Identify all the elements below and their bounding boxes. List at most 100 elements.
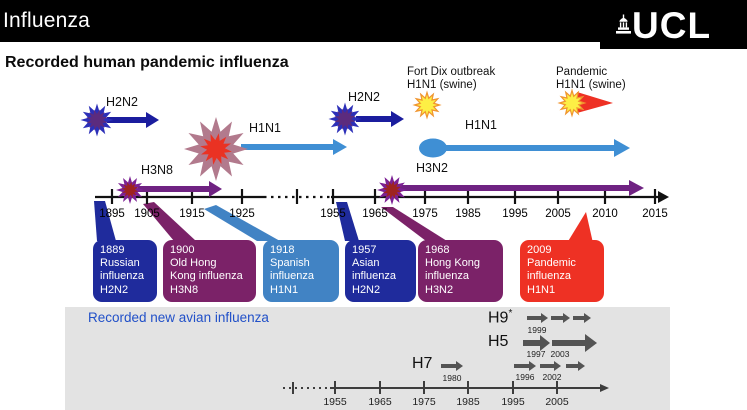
avian-axis [283,381,601,394]
pandemic-swine-annotation: Pandemic H1N1 (swine) [556,66,626,92]
axis-year-1985: 1985 [455,208,481,220]
label-h2n2-1957: H2N2 [348,90,380,104]
callout-line2: influenza [270,270,315,283]
arrow-h9-3 [573,313,591,323]
callout-line3: H3N2 [425,283,454,296]
label-h9-text: H9 [488,309,509,327]
callout-line1: Russian [100,257,140,270]
callout-line1: Pandemic [527,257,576,270]
callout-year: 1968 [425,244,450,256]
avian-axis-year-1995: 1995 [501,396,525,408]
callout-line3: H1N1 [270,283,299,296]
axis-year-2015: 2015 [642,208,668,220]
avian-axis-labels: 1955 1965 1975 1985 1995 2005 [323,396,569,408]
callout-tail-1889 [94,201,116,241]
avian-axis-year-1955: 1955 [323,396,347,408]
avian-year-2003: 2003 [551,349,570,359]
label-h5: H5 [488,333,509,350]
main-axis [95,189,659,204]
fort-dix-annotation: Fort Dix outbreak H1N1 (swine) [407,66,495,92]
arrow-h5-2003 [552,334,597,352]
callout-line1: Asian [352,257,380,270]
callout-line1: Hong Kong [425,257,481,270]
starburst-1918-icon [184,117,248,181]
axis-year-1915: 1915 [179,208,205,220]
avian-event-year-labels: 1999 1997 2003 1980 1996 2002 [443,325,570,383]
arrow-h7-3 [566,361,585,371]
ucl-portico-icon [616,14,631,34]
callout-year: 1957 [352,244,377,256]
fort-dix-line1: Fort Dix outbreak [407,66,496,78]
avian-axis-year-1975: 1975 [412,396,436,408]
label-h2n2-1889: H2N2 [106,95,138,109]
arrow-h7-1996 [514,361,536,371]
arrow-h5-1997 [523,335,550,351]
callout-tail-1968 [381,207,447,241]
axis-year-1925: 1925 [229,208,255,220]
arrow-h2n2-1957 [356,111,404,127]
callout-line2: influenza [100,270,145,283]
avian-year-1996: 1996 [516,372,535,382]
axis-year-1995: 1995 [502,208,528,220]
label-h3n2-1968: H3N2 [416,161,448,175]
avian-axis-arrowhead-icon [600,384,609,392]
callout-line2: influenza [425,270,470,283]
callout-tail-1900 [143,202,196,241]
callout-1900-old-hong-kong: 1900 Old Hong Kong influenza H3N8 [163,240,256,302]
slide-title: Influenza [3,9,91,32]
pandemic-swine-line2: H1N1 (swine) [556,79,626,91]
label-h1n1-1918: H1N1 [249,121,281,135]
axis-year-1955: 1955 [320,208,346,220]
arrow-h7-1980 [441,361,463,371]
axis-year-1975: 1975 [412,208,438,220]
axis-year-1895: 1895 [99,208,125,220]
callout-tail-1957 [336,202,359,241]
avian-year-2002: 2002 [543,372,562,382]
callout-line1: Old Hong [170,257,217,270]
callout-line2: influenza [352,270,397,283]
label-h9-asterisk: * [508,308,513,319]
avian-axis-year-1985: 1985 [456,396,480,408]
label-h7: H7 [412,355,433,372]
ucl-logo-box [600,0,747,49]
section-heading-avian: Recorded new avian influenza [88,310,269,325]
label-h3n8-1900: H3N8 [141,163,173,177]
pandemic-arrows [107,92,644,197]
arrow-h7-2002 [540,361,561,371]
callout-line2: Kong influenza [170,270,243,283]
callout-tail-1918 [204,205,280,241]
arrow-pandemic-2009 [577,92,613,113]
callout-line3: H2N2 [352,283,381,296]
arrow-h1n1-1918 [241,139,347,155]
callout-year: 2009 [527,244,552,256]
arrow-h3n8-1900 [138,181,222,197]
avian-axis-year-2005: 2005 [545,396,569,408]
callout-1957-asian: 1957 Asian influenza H2N2 [345,240,416,302]
label-h1n1-1977: H1N1 [465,118,497,132]
starburst-1968-icon [377,175,407,205]
avian-event-arrows [441,313,597,371]
callout-year: 1918 [270,244,295,256]
axis-year-2005: 2005 [545,208,571,220]
main-axis-labels: 1895 1905 1915 1925 1955 1965 1975 1985 … [99,208,668,220]
starburst-1900-icon [116,176,144,204]
callout-year: 1900 [170,244,195,256]
arrow-h9-2 [551,313,570,323]
callout-line2: influenza [527,270,572,283]
callout-1918-spanish: 1918 Spanish influenza H1N1 [263,240,339,302]
callout-2009-pandemic: 2009 Pandemic influenza H1N1 [520,240,604,302]
starburst-1957-icon [328,102,362,136]
axis-year-2010: 2010 [592,208,618,220]
ucl-logo-text: UCL [632,5,712,46]
avian-year-1997: 1997 [527,349,546,359]
arrow-h2n2-1889 [107,112,159,128]
section-heading-pandemic: Recorded human pandemic influenza [5,54,289,71]
callout-1968-hong-kong: 1968 Hong Kong influenza H3N2 [418,240,503,302]
callout-line1: Spanish [270,257,310,270]
callout-line3: H2N2 [100,283,129,296]
avian-year-1980: 1980 [443,373,462,383]
callout-line3: H3N8 [170,283,199,296]
main-axis-arrowhead-icon [658,191,669,203]
